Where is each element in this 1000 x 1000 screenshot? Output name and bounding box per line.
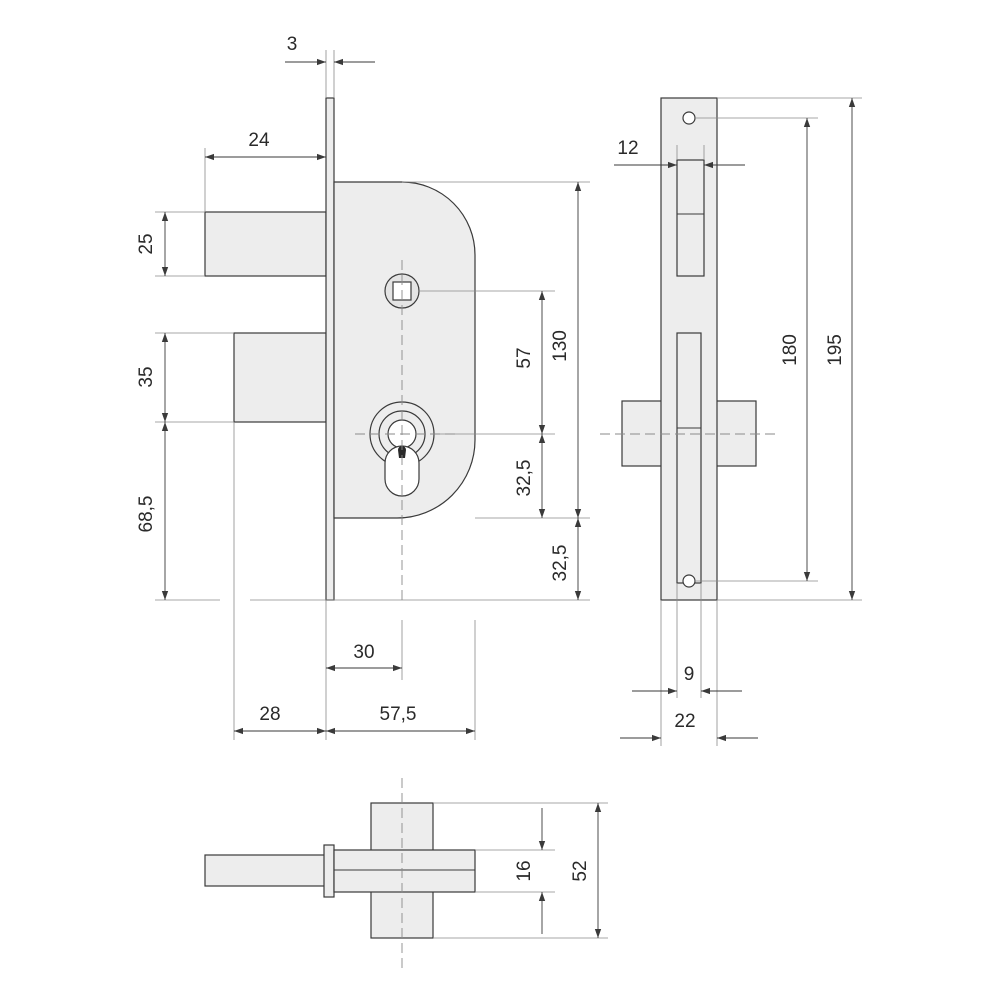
dim-label-latch-to-bottom: 68,5 — [136, 496, 157, 533]
top-view-dimension-lines — [538, 803, 602, 938]
dim-label-faceplate-width: 22 — [674, 711, 695, 732]
front-view-labels: 3 24 25 35 68,5 57 130 32,5 32,5 30 28 5… — [136, 34, 571, 725]
top-bolt-body — [333, 849, 476, 893]
deadbolt — [204, 211, 327, 277]
front-view — [204, 97, 476, 601]
dim-label-inner-width: 9 — [684, 664, 695, 685]
side-view — [600, 97, 780, 601]
dim-label-bolt-width: 16 — [514, 860, 535, 881]
dim-label-faceplate-thickness: 3 — [287, 34, 298, 55]
side-view-labels: 12 180 195 9 22 — [617, 138, 846, 732]
front-view-dimension-lines — [161, 58, 582, 735]
top-screw-hole — [682, 111, 696, 125]
top-deadbolt-bar — [204, 854, 328, 887]
dim-label-case-bottom-to-plate-bottom: 32,5 — [550, 545, 571, 582]
bottom-screw-hole — [682, 574, 696, 588]
front-view-extension-lines — [155, 50, 590, 740]
side-view-extension-lines — [660, 97, 862, 746]
dim-label-case-height: 130 — [550, 330, 571, 362]
dim-label-faceplate-length: 195 — [825, 334, 846, 366]
side-view-dimension-lines — [614, 98, 856, 742]
dim-label-latch-height: 35 — [136, 366, 157, 387]
dim-label-case-depth: 57,5 — [380, 704, 417, 725]
dim-label-backset: 30 — [353, 642, 374, 663]
top-faceplate-edge — [323, 844, 335, 898]
top-view-labels: 16 52 — [514, 860, 591, 881]
dim-label-latch-projection: 28 — [259, 704, 280, 725]
side-deadbolt-opening — [676, 159, 705, 277]
dim-label-bolt-total-width: 52 — [570, 860, 591, 881]
side-latch-opening — [676, 332, 702, 584]
keyhole-icon — [398, 446, 406, 458]
dim-label-deadbolt-height: 25 — [136, 233, 157, 254]
dim-label-handle-to-key: 57 — [514, 347, 535, 368]
top-view — [204, 778, 476, 968]
faceplate — [325, 97, 335, 601]
dim-label-faceplate-slot-width: 12 — [617, 138, 638, 159]
latch-bolt — [233, 332, 327, 423]
dim-label-screw-distance: 180 — [780, 334, 801, 366]
dim-label-key-to-case-bottom: 32,5 — [514, 460, 535, 497]
dim-label-deadbolt-throw: 24 — [248, 130, 270, 151]
